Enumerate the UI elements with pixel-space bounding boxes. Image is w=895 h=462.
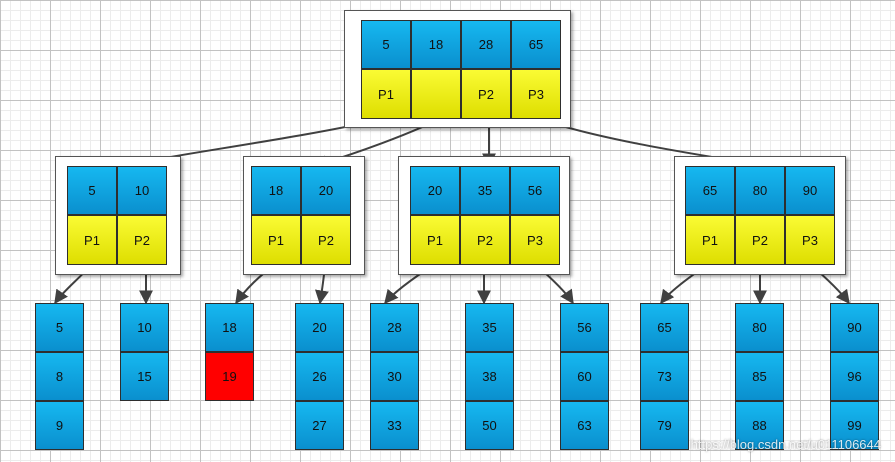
leaf-10-value-2: 96 bbox=[830, 352, 879, 401]
root-pointer-1: P1 bbox=[361, 69, 411, 119]
internal-2-key-1: 18 bbox=[251, 166, 301, 215]
leaf-10-value-3: 99 bbox=[830, 401, 879, 450]
root-key-4: 65 bbox=[511, 20, 561, 69]
leaf-8-value-2: 73 bbox=[640, 352, 689, 401]
internal-4-key-1: 65 bbox=[685, 166, 735, 215]
root-key-1: 5 bbox=[361, 20, 411, 69]
leaf-5-value-2: 30 bbox=[370, 352, 419, 401]
leaf-2-value-2: 15 bbox=[120, 352, 169, 401]
root-pointer-2 bbox=[411, 69, 461, 119]
internal-4-pointer-2: P2 bbox=[735, 215, 785, 265]
internal-2-key-2: 20 bbox=[301, 166, 351, 215]
internal-4-key-2: 80 bbox=[735, 166, 785, 215]
leaf-6-value-2: 38 bbox=[465, 352, 514, 401]
leaf-5-value-1: 28 bbox=[370, 303, 419, 352]
leaf-7-value-1: 56 bbox=[560, 303, 609, 352]
leaf-8-value-1: 65 bbox=[640, 303, 689, 352]
internal-2-pointer-1: P1 bbox=[251, 215, 301, 265]
leaf-9-value-2: 85 bbox=[735, 352, 784, 401]
internal-3-key-1: 20 bbox=[410, 166, 460, 215]
leaf-3-value-1: 18 bbox=[205, 303, 254, 352]
leaf-1-value-1: 5 bbox=[35, 303, 84, 352]
leaf-7-value-3: 63 bbox=[560, 401, 609, 450]
leaf-6-value-1: 35 bbox=[465, 303, 514, 352]
internal-2-pointer-2: P2 bbox=[301, 215, 351, 265]
internal-1-key-2: 10 bbox=[117, 166, 167, 215]
leaf-1-value-3: 9 bbox=[35, 401, 84, 450]
leaf-8-value-3: 79 bbox=[640, 401, 689, 450]
leaf-3-value-2: 19 bbox=[205, 352, 254, 401]
internal-1-pointer-2: P2 bbox=[117, 215, 167, 265]
leaf-5-value-3: 33 bbox=[370, 401, 419, 450]
leaf-4-value-3: 27 bbox=[295, 401, 344, 450]
internal-3-key-2: 35 bbox=[460, 166, 510, 215]
root-pointer-4: P3 bbox=[511, 69, 561, 119]
leaf-9-value-1: 80 bbox=[735, 303, 784, 352]
internal-1-pointer-1: P1 bbox=[67, 215, 117, 265]
internal-4-pointer-3: P3 bbox=[785, 215, 835, 265]
watermark: https://blog.csdn.net/u011106644 bbox=[690, 437, 881, 452]
internal-4-key-3: 90 bbox=[785, 166, 835, 215]
root-key-3: 28 bbox=[461, 20, 511, 69]
root-pointer-3: P2 bbox=[461, 69, 511, 119]
internal-3-pointer-3: P3 bbox=[510, 215, 560, 265]
internal-3-pointer-1: P1 bbox=[410, 215, 460, 265]
leaf-9-value-3: 88 bbox=[735, 401, 784, 450]
internal-4-pointer-1: P1 bbox=[685, 215, 735, 265]
internal-3-key-3: 56 bbox=[510, 166, 560, 215]
leaf-10-value-1: 90 bbox=[830, 303, 879, 352]
leaf-6-value-3: 50 bbox=[465, 401, 514, 450]
root-key-2: 18 bbox=[411, 20, 461, 69]
leaf-1-value-2: 8 bbox=[35, 352, 84, 401]
leaf-2-value-1: 10 bbox=[120, 303, 169, 352]
leaf-4-value-2: 26 bbox=[295, 352, 344, 401]
internal-3-pointer-2: P2 bbox=[460, 215, 510, 265]
leaf-4-value-1: 20 bbox=[295, 303, 344, 352]
leaf-7-value-2: 60 bbox=[560, 352, 609, 401]
internal-1-key-1: 5 bbox=[67, 166, 117, 215]
